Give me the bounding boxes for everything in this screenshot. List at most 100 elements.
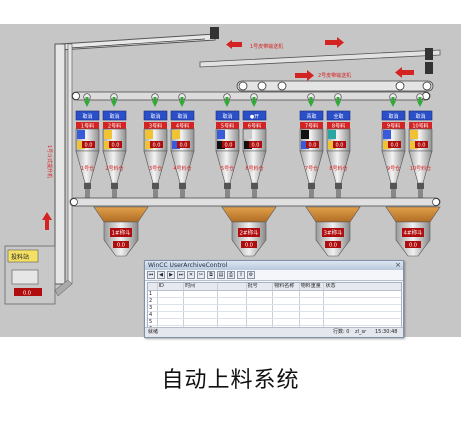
table-cell[interactable] <box>273 312 300 318</box>
silo-toggle-button[interactable] <box>75 110 100 121</box>
table-header-cell[interactable]: 批号 <box>247 283 274 290</box>
table-header-cell[interactable]: 物料名称 <box>273 283 300 290</box>
table-cell[interactable] <box>273 305 300 311</box>
silo-outlet <box>112 189 117 198</box>
table-cell[interactable] <box>218 291 247 297</box>
next-record-icon[interactable]: ▶ <box>167 271 175 279</box>
row-number[interactable]: 5 <box>148 319 158 325</box>
row-number[interactable]: 3 <box>148 305 158 311</box>
table-cell[interactable] <box>247 305 274 311</box>
table-cell[interactable] <box>273 291 300 297</box>
table-cell[interactable] <box>158 298 185 304</box>
table-cell[interactable] <box>300 298 325 304</box>
row-number[interactable]: 2 <box>148 298 158 304</box>
table-cell[interactable] <box>324 291 401 297</box>
table-cell[interactable] <box>184 305 219 311</box>
table-cell[interactable] <box>218 312 247 318</box>
first-record-icon[interactable]: ⏮ <box>147 271 155 279</box>
table-row[interactable]: 5 <box>148 319 401 326</box>
status-time: 15:30:48 <box>375 329 398 335</box>
silo-feeder <box>224 183 231 189</box>
close-icon[interactable]: × <box>395 261 401 269</box>
table-cell[interactable] <box>273 298 300 304</box>
user-archive-window[interactable]: WinCC UserArchiveControl × ⏮ ◀ ▶ ⏭ ✕ ✂ ⧉… <box>144 260 404 338</box>
delete-icon[interactable]: ✕ <box>187 271 195 279</box>
paste-icon[interactable]: ▤ <box>217 271 225 279</box>
table-cell[interactable] <box>300 319 325 325</box>
silo-toggle-button[interactable] <box>102 110 127 121</box>
silo-toggle-button[interactable] <box>215 110 240 121</box>
table-row[interactable]: 2 <box>148 298 401 305</box>
table-row[interactable]: 3 <box>148 305 401 312</box>
hopper-label-bg <box>402 228 424 237</box>
table-cell[interactable] <box>247 298 274 304</box>
table-cell[interactable] <box>184 312 219 318</box>
material-name: 9号料 <box>387 123 400 130</box>
table-cell[interactable] <box>218 319 247 325</box>
silo-feeder <box>308 183 315 189</box>
table-cell[interactable] <box>218 298 247 304</box>
copy-icon[interactable]: ⧉ <box>207 271 215 279</box>
level-indicator <box>244 130 252 139</box>
table-cell[interactable] <box>158 305 185 311</box>
row-number[interactable]: 1 <box>148 291 158 297</box>
material-name: 2号料 <box>108 123 121 130</box>
table-cell[interactable] <box>300 291 325 297</box>
table-cell[interactable] <box>158 291 185 297</box>
silo-toggle-button[interactable] <box>326 110 351 121</box>
table-row[interactable]: 4 <box>148 312 401 319</box>
table-header-cell[interactable]: 物料重量 <box>300 283 325 290</box>
table-cell[interactable] <box>273 319 300 325</box>
silo-toggle-button[interactable] <box>381 110 406 121</box>
last-record-icon[interactable]: ⏭ <box>177 271 185 279</box>
table-cell[interactable] <box>300 305 325 311</box>
table-cell[interactable] <box>218 305 247 311</box>
table-cell[interactable] <box>324 312 401 318</box>
prev-record-icon[interactable]: ◀ <box>157 271 165 279</box>
table-header-cell[interactable] <box>218 283 247 290</box>
silo-toggle-button[interactable] <box>408 110 433 121</box>
user-archive-titlebar[interactable]: WinCC UserArchiveControl × <box>145 261 403 270</box>
table-header-cell[interactable]: 时间 <box>184 283 219 290</box>
silo-name: 6号料仓 <box>245 165 263 172</box>
hopper-value-bg <box>325 241 341 248</box>
valve-stem <box>336 97 340 102</box>
table-cell[interactable] <box>324 319 401 325</box>
weigh-hopper: 2#称斗0.0 <box>221 206 277 257</box>
silo-toggle-button[interactable] <box>170 110 195 121</box>
table-cell[interactable] <box>300 312 325 318</box>
table-cell[interactable] <box>184 298 219 304</box>
table-header-cell[interactable]: ID <box>158 283 185 290</box>
table-cell[interactable] <box>158 319 185 325</box>
export-icon[interactable]: ⇪ <box>237 271 245 279</box>
table-cell[interactable] <box>247 312 274 318</box>
silo-toggle-button[interactable] <box>143 110 168 121</box>
level-indicator <box>172 130 180 139</box>
print-icon[interactable]: ⎙ <box>227 271 235 279</box>
row-number[interactable]: 4 <box>148 312 158 318</box>
hopper-group: 1#称斗0.02#称斗0.03#称斗0.04#称斗0.0 <box>93 206 441 257</box>
silo-value: 0.0 <box>309 143 317 149</box>
status-user: zl_sr <box>355 329 367 335</box>
archive-table[interactable]: ID 时间 批号 物料名称 物料重量 状态 123456 <box>147 282 402 333</box>
conveyor-top-label: 1号皮带输送机 <box>250 43 283 50</box>
down-arrow-icon <box>179 101 185 107</box>
table-cell[interactable] <box>324 298 401 304</box>
silo-toggle-button[interactable] <box>299 110 324 121</box>
table-cell[interactable] <box>184 319 219 325</box>
cut-icon[interactable]: ✂ <box>197 271 205 279</box>
table-cell[interactable] <box>184 291 219 297</box>
material-label-bg <box>327 122 350 129</box>
silo-feeder <box>335 183 342 189</box>
level-indicator <box>145 130 153 139</box>
table-cell[interactable] <box>324 305 401 311</box>
table-cell[interactable] <box>247 291 274 297</box>
status-text: 就绪 <box>148 329 159 335</box>
settings-icon[interactable]: ⚙ <box>247 271 255 279</box>
table-cell[interactable] <box>247 319 274 325</box>
silo-toggle-button[interactable] <box>242 110 267 121</box>
table-cell[interactable] <box>158 312 185 318</box>
table-row[interactable]: 1 <box>148 291 401 298</box>
table-header-cell[interactable]: 状态 <box>325 283 336 289</box>
